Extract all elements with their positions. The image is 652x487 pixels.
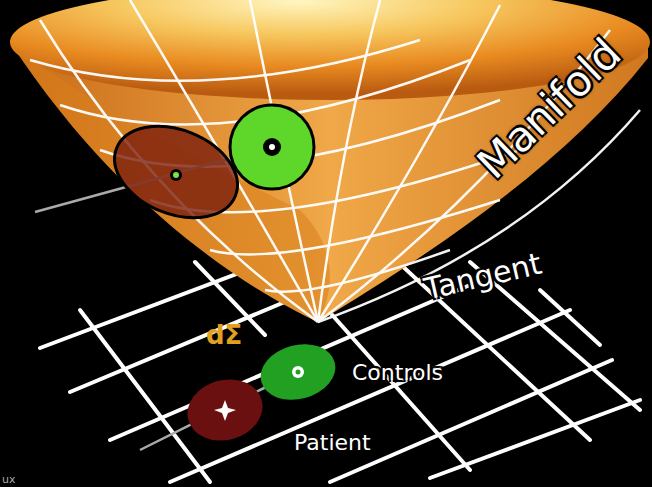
manifold-grid — [30, 0, 640, 322]
controls-circle — [230, 105, 314, 189]
controls-tangent-ellipse — [254, 336, 341, 408]
patient-ellipse — [101, 109, 251, 235]
patient-star — [214, 400, 236, 421]
controls-label: Controls — [352, 362, 443, 384]
tangent-label: Tangent — [422, 249, 545, 305]
patient-tangent-ellipse — [181, 371, 270, 449]
patient-label: Patient — [294, 432, 371, 454]
corner-note: ux — [2, 474, 15, 485]
dsigma-label: dΣ — [206, 322, 242, 348]
